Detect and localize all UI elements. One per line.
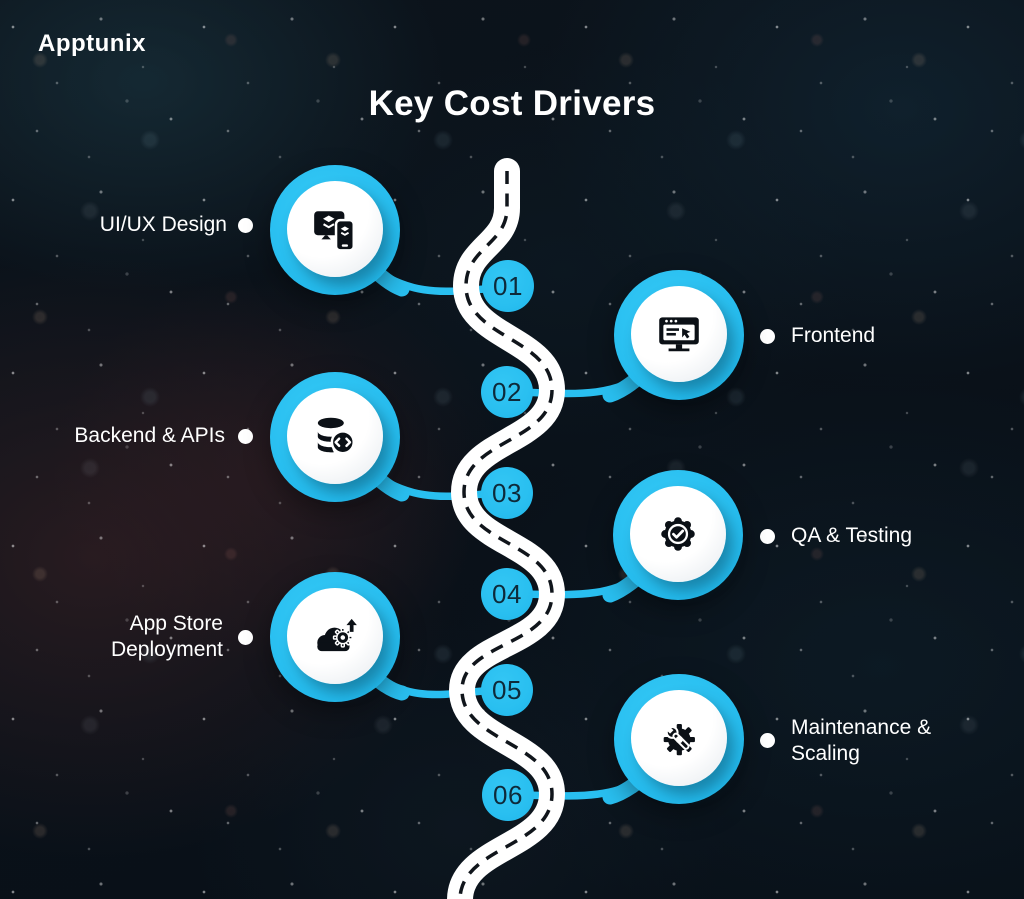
milestone-inner-circle <box>287 588 383 684</box>
gear-wrench-icon <box>663 723 695 756</box>
label-maintenance-scaling: Maintenance & Scaling <box>791 716 932 765</box>
road-node-04: 04 <box>481 568 533 620</box>
road-center-dashes <box>458 171 554 899</box>
milestone-circle-deployment <box>270 572 400 702</box>
road-node-01: 01 <box>482 260 534 312</box>
road-node-05: 05 <box>481 664 533 716</box>
database-code-icon <box>317 417 355 455</box>
milestone-circle-backend <box>270 372 400 502</box>
bullet-dot <box>760 733 775 748</box>
milestone-circle-qa <box>613 470 743 600</box>
node-number: 01 <box>493 270 523 301</box>
milestone-inner-circle <box>287 388 383 484</box>
node-number: 04 <box>492 578 522 609</box>
label-app-store-deployment: App Store Deployment <box>110 612 223 661</box>
milestone-circle-frontend <box>614 270 744 400</box>
bullet-dot <box>238 429 253 444</box>
node-number: 02 <box>492 376 522 407</box>
browser-window-icon <box>659 317 699 352</box>
label-qa-testing: QA & Testing <box>791 524 913 547</box>
cloud-upload-gear-icon <box>317 618 357 652</box>
bullet-dot <box>760 329 775 344</box>
page-title: Key Cost Drivers <box>368 84 656 123</box>
node-number: 05 <box>492 674 522 705</box>
label-backend-apis: Backend & APIs <box>74 424 225 447</box>
bullet-dot <box>238 630 253 645</box>
milestone-circle-ui-ux <box>270 165 400 295</box>
apptunix-logo: Apptunix <box>38 30 146 57</box>
bullet-dot <box>760 529 775 544</box>
badge-check-icon <box>661 517 695 551</box>
milestone-circle-maintenance <box>614 674 744 804</box>
milestone-inner-circle <box>287 181 383 277</box>
bullet-dot <box>238 218 253 233</box>
milestone-inner-circle <box>631 690 727 786</box>
node-number: 03 <box>492 477 522 508</box>
milestone-inner-circle <box>630 486 726 582</box>
road-node-03: 03 <box>481 467 533 519</box>
node-number: 06 <box>493 779 523 810</box>
devices-design-icon <box>314 211 355 252</box>
road-node-06: 06 <box>482 769 534 821</box>
label-ui-ux-design: UI/UX Design <box>99 213 227 236</box>
road-node-02: 02 <box>481 366 533 418</box>
label-frontend: Frontend <box>791 324 876 347</box>
milestone-inner-circle <box>631 286 727 382</box>
